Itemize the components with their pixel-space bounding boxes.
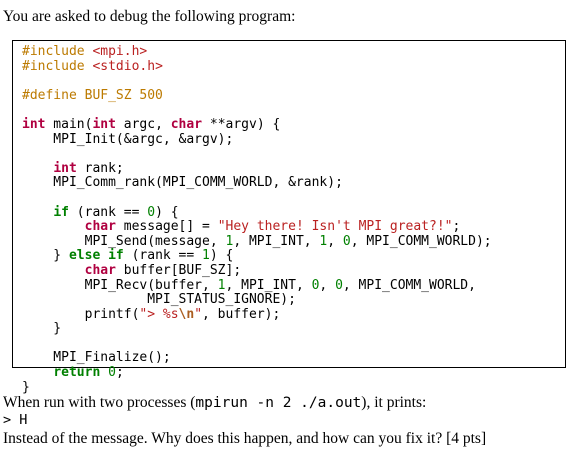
- code-token: ,: [319, 277, 336, 293]
- code-token: ;: [452, 219, 461, 235]
- code-token: 0: [335, 277, 343, 293]
- code-token: , MPI_COMM_WORLD,: [342, 277, 476, 293]
- code-token: MPI_Recv(buffer,: [22, 277, 218, 293]
- code-line: MPI_Init(&argc, &argv);: [22, 131, 492, 148]
- code-token: [22, 219, 85, 234]
- code-token: MPI_Comm_rank(MPI_COMM_WORLD, &rank);: [22, 175, 343, 191]
- code-token: 1: [217, 277, 226, 293]
- code-token: char: [170, 116, 203, 132]
- code-line: int rank;: [22, 160, 492, 177]
- code-token: }: [22, 321, 62, 337]
- code-token: 1: [225, 233, 234, 249]
- code-line: MPI_STATUS_IGNORE);: [22, 292, 492, 308]
- code-line: [22, 337, 492, 352]
- code-token: if: [53, 204, 69, 220]
- code-line: #include <mpi.h>: [22, 44, 492, 60]
- code-line: } else if (rank == 1) {: [22, 249, 492, 264]
- code-token: 0: [108, 365, 116, 381]
- code-token: \n: [178, 306, 195, 322]
- code-line: [22, 147, 492, 162]
- code-token: MPI_Init(&argc, &argv);: [22, 131, 234, 147]
- code-token: 0: [342, 233, 351, 249]
- code-token: , MPI_INT,: [233, 233, 320, 249]
- code-token: char: [84, 219, 116, 235]
- code-token: , buffer);: [202, 306, 281, 322]
- code-token: 1: [319, 233, 328, 249]
- code-line: return 0;: [22, 365, 492, 381]
- code-token: 0: [311, 277, 320, 293]
- code-token: [22, 263, 85, 278]
- code-token: #include: [22, 58, 93, 74]
- code-token: argc,: [115, 116, 171, 132]
- run-suffix: ), it prints:: [361, 394, 427, 411]
- code-token: **argv) {: [202, 116, 281, 132]
- code-line: [22, 103, 492, 118]
- code-line: int main(int argc, char **argv) {: [22, 116, 492, 133]
- code-token: (rank ==: [123, 248, 203, 264]
- code-token: #include: [22, 44, 93, 59]
- code-line: [22, 191, 492, 206]
- code-listing: #include <mpi.h>#include <stdio.h> #defin…: [12, 40, 566, 394]
- question-text: Instead of the message. Why does this ha…: [3, 430, 487, 447]
- code-token: , MPI_COMM_WORLD);: [350, 233, 492, 249]
- code-token: "> %s: [139, 306, 179, 322]
- code-token: return: [53, 365, 101, 381]
- code-token: ;: [115, 365, 124, 381]
- code-token: , MPI_INT,: [225, 277, 312, 293]
- code-token: (rank ==: [68, 204, 148, 220]
- code-line: char buffer[BUF_SZ];: [22, 262, 492, 279]
- intro-text: You are asked to debug the following pro…: [3, 8, 296, 25]
- code-token: "Hey there! Isn't MPI great?!": [217, 219, 453, 235]
- code-token: int: [92, 116, 116, 132]
- code-token: [22, 365, 53, 380]
- code-token: MPI_STATUS_IGNORE);: [22, 292, 296, 308]
- code-token: ": [194, 306, 203, 322]
- code-line: MPI_Recv(buffer, 1, MPI_INT, 0, 0, MPI_C…: [22, 277, 492, 294]
- code-token: ) {: [209, 248, 234, 264]
- code-token: <mpi.h>: [92, 44, 148, 59]
- code-token: }: [22, 379, 30, 395]
- code-token: #define BUF_SZ 500: [22, 87, 163, 103]
- code-line: char message[] = "Hey there! Isn't MPI g…: [22, 219, 492, 235]
- code-line: #define BUF_SZ 500: [22, 87, 492, 104]
- code-token: buffer[BUF_SZ];: [115, 262, 242, 278]
- code-token: else if: [68, 248, 124, 264]
- code-line: }: [22, 379, 492, 396]
- code-token: main(: [45, 116, 93, 132]
- code-line: MPI_Finalize();: [22, 351, 492, 366]
- code-token: char: [84, 262, 116, 278]
- code-token: MPI_Finalize();: [22, 350, 171, 366]
- code-token: <stdio.h>: [92, 58, 163, 74]
- code-block: #include <mpi.h>#include <stdio.h> #defin…: [22, 44, 492, 396]
- code-line: [22, 74, 492, 89]
- code-line: }: [22, 321, 492, 337]
- code-token: ,: [327, 233, 343, 249]
- code-line: MPI_Comm_rank(MPI_COMM_WORLD, &rank);: [22, 176, 492, 191]
- program-output: > H: [3, 412, 28, 428]
- code-token: [100, 365, 108, 380]
- run-description: When run with two processes (mpirun -n 2…: [3, 394, 426, 412]
- code-token: 0: [147, 204, 156, 220]
- code-token: 1: [202, 248, 210, 264]
- run-prefix: When run with two processes (: [3, 394, 196, 411]
- code-line: printf("> %s\n", buffer);: [22, 306, 492, 323]
- code-line: #include <stdio.h>: [22, 58, 492, 75]
- code-token: printf(: [22, 306, 140, 322]
- code-line: MPI_Send(message, 1, MPI_INT, 1, 0, MPI_…: [22, 233, 492, 250]
- code-line: if (rank == 0) {: [22, 204, 492, 221]
- code-token: message[] =: [115, 219, 218, 235]
- code-token: }: [22, 248, 69, 264]
- code-token: [22, 161, 53, 176]
- run-command: mpirun -n 2 ./a.out: [195, 395, 362, 411]
- code-token: MPI_Send(message,: [22, 233, 226, 249]
- code-token: [22, 205, 53, 220]
- code-token: int: [53, 160, 77, 176]
- code-token: int: [22, 116, 46, 132]
- code-token: ) {: [155, 204, 179, 220]
- code-token: rank;: [76, 160, 124, 176]
